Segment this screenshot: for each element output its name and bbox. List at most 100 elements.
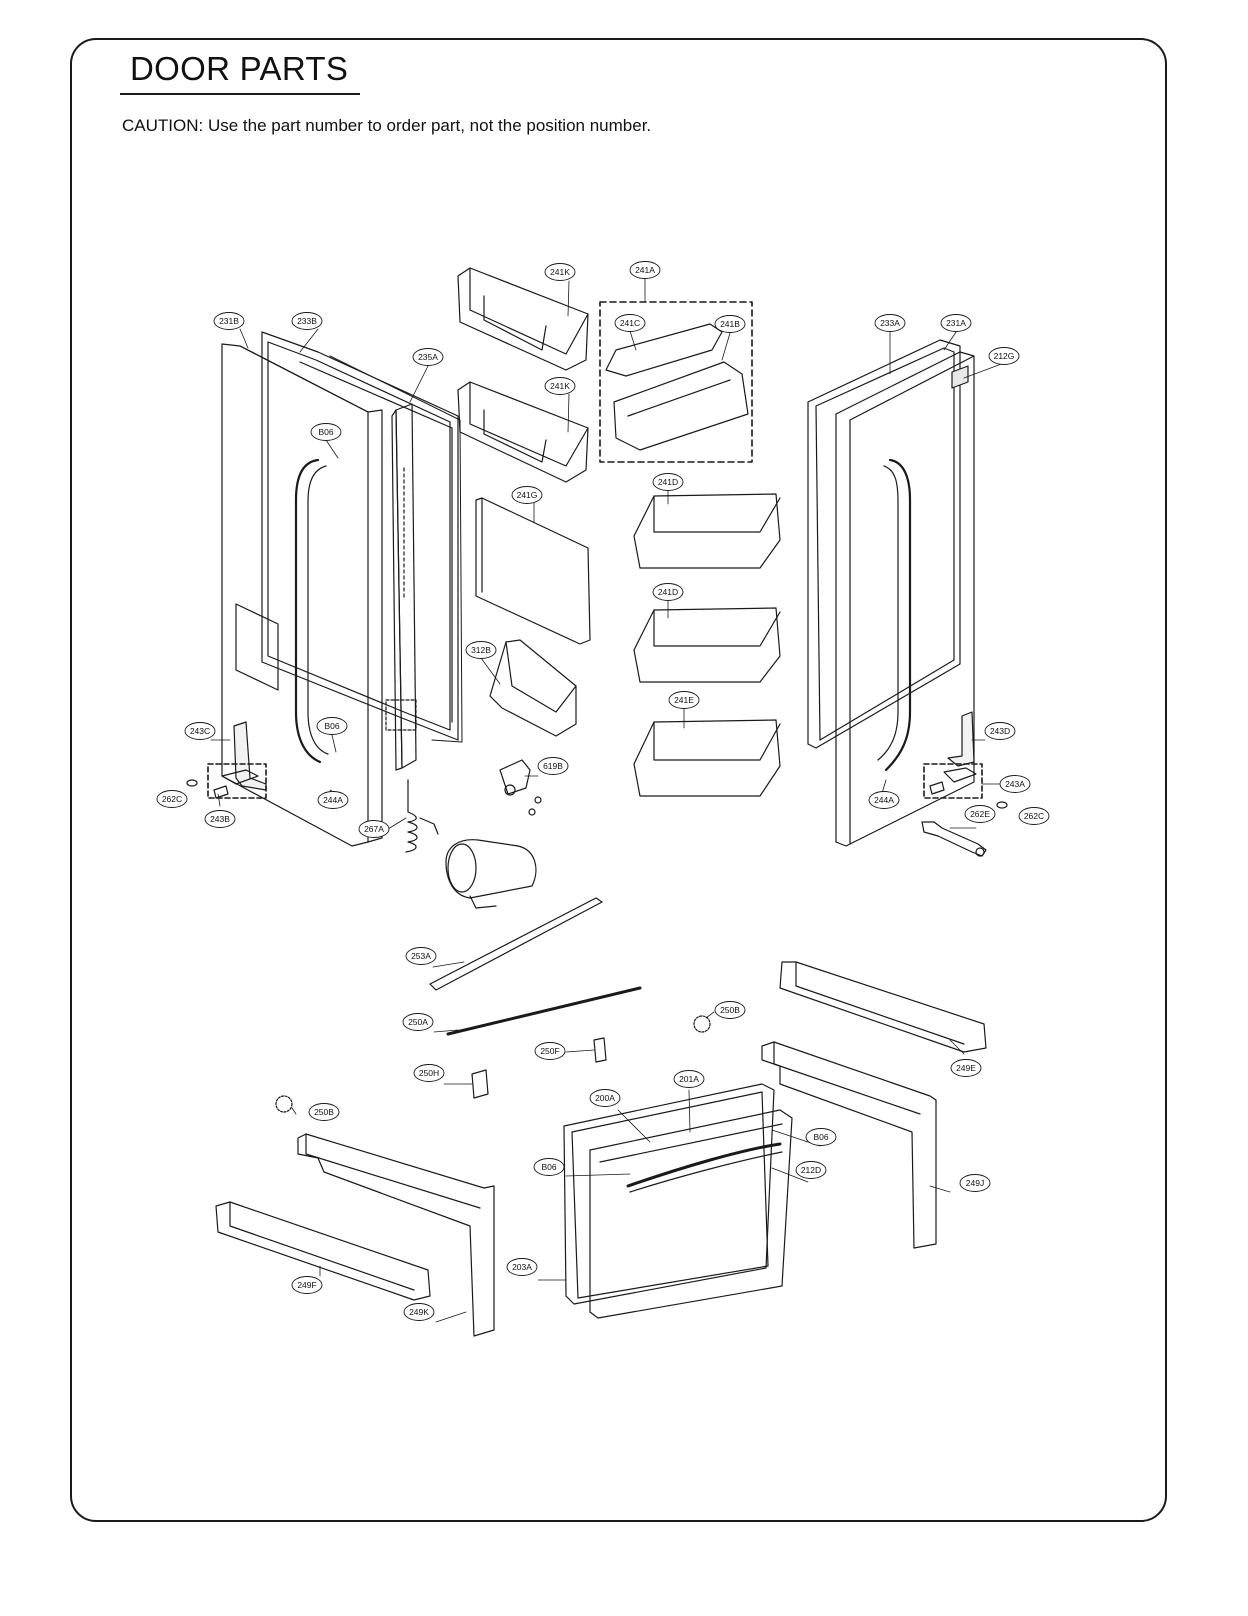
callout-619B: 619B <box>537 757 569 775</box>
callout-text: 233B <box>297 316 317 326</box>
callout-text: 250B <box>720 1005 740 1015</box>
callout-241K_b: 241K <box>544 377 576 395</box>
callout-text: 267A <box>364 824 384 834</box>
callout-text: 250H <box>419 1068 439 1078</box>
callout-text: 262E <box>970 809 990 819</box>
callout-262C_b: 262C <box>1018 807 1050 825</box>
callout-bubble <box>156 790 188 808</box>
callout-bubble <box>511 486 543 504</box>
callout-201A: 201A <box>673 1070 705 1088</box>
callout-text: 231A <box>946 318 966 328</box>
callout-bubble <box>874 314 906 332</box>
callout-250H: 250H <box>413 1064 445 1082</box>
callout-text: 241D <box>658 477 678 487</box>
callout-bubble <box>714 315 746 333</box>
callout-bubble <box>291 1276 323 1294</box>
callout-bubble <box>1018 807 1050 825</box>
callout-bubble <box>805 1128 837 1146</box>
callout-bubble <box>984 722 1016 740</box>
callout-bubble <box>589 1089 621 1107</box>
callout-bubble <box>959 1174 991 1192</box>
callout-text: 619B <box>543 761 563 771</box>
callout-B06_c: B06 <box>805 1128 837 1146</box>
callout-241B: 241B <box>714 315 746 333</box>
callout-bubble <box>291 312 323 330</box>
callout-bubble <box>629 261 661 279</box>
leader-lines <box>210 278 1005 1323</box>
callout-233B: 233B <box>291 312 323 330</box>
callout-text: 249E <box>956 1063 976 1073</box>
callout-text: 312B <box>471 645 491 655</box>
callout-241D_a: 241D <box>652 473 684 491</box>
callout-text: 249J <box>966 1178 984 1188</box>
callout-bubble <box>868 791 900 809</box>
callout-203A: 203A <box>506 1258 538 1276</box>
callout-bubble <box>534 1042 566 1060</box>
callout-B06_b: B06 <box>316 717 348 735</box>
callout-231B: 231B <box>213 312 245 330</box>
right-door-assembly <box>807 339 975 847</box>
callout-bubble <box>544 377 576 395</box>
callout-bubble <box>940 314 972 332</box>
callout-text: 233A <box>880 318 900 328</box>
callout-bubble <box>999 775 1031 793</box>
diagram-frame <box>70 38 1167 1522</box>
callout-bubble <box>614 314 646 332</box>
callout-bubble <box>358 820 390 838</box>
callout-241A: 241A <box>629 261 661 279</box>
callout-text: 249F <box>297 1280 316 1290</box>
callout-text: 244A <box>874 795 894 805</box>
callout-250F: 250F <box>534 1042 566 1060</box>
callout-249E: 249E <box>950 1059 982 1077</box>
callout-bubble <box>537 757 569 775</box>
callout-243A: 243A <box>999 775 1031 793</box>
callout-bubble <box>184 722 216 740</box>
callout-text: 241A <box>635 265 655 275</box>
callout-text: 243B <box>210 814 230 824</box>
callout-bubble <box>964 805 996 823</box>
callout-bubble <box>652 583 684 601</box>
callout-bubble <box>204 810 236 828</box>
callout-244A_a: 244A <box>317 791 349 809</box>
callout-253A: 253A <box>405 947 437 965</box>
callout-text: 212G <box>994 351 1015 361</box>
callout-text: 262C <box>162 794 182 804</box>
callout-text: 241K <box>550 381 570 391</box>
callout-bubble <box>412 348 444 366</box>
callout-text: 241C <box>620 318 640 328</box>
callout-249F: 249F <box>291 1276 323 1294</box>
callout-241E: 241E <box>668 691 700 709</box>
callout-241D_b: 241D <box>652 583 684 601</box>
callout-250B_b: 250B <box>308 1103 340 1121</box>
callout-262E: 262E <box>964 805 996 823</box>
callout-267A: 267A <box>358 820 390 838</box>
callout-bubble <box>668 691 700 709</box>
callout-212D: 212D <box>795 1161 827 1179</box>
callout-262C_a: 262C <box>156 790 188 808</box>
callout-bubble <box>402 1013 434 1031</box>
callout-text: B06 <box>541 1162 556 1172</box>
callout-235A: 235A <box>412 348 444 366</box>
callout-250B_a: 250B <box>714 1001 746 1019</box>
callout-bubble <box>652 473 684 491</box>
callout-244A_b: 244A <box>868 791 900 809</box>
callout-text: 203A <box>512 1262 532 1272</box>
callout-bubble <box>316 717 348 735</box>
left-door-assembly <box>221 331 463 853</box>
page-title: DOOR PARTS <box>130 50 349 87</box>
callout-text: 212D <box>801 1165 821 1175</box>
callout-text: 241E <box>674 695 694 705</box>
callout-200A: 200A <box>589 1089 621 1107</box>
callout-bubble <box>506 1258 538 1276</box>
callout-text: 253A <box>411 951 431 961</box>
callout-bubble <box>673 1070 705 1088</box>
callout-B06_d: B06 <box>533 1158 565 1176</box>
callout-231A: 231A <box>940 314 972 332</box>
callout-243B: 243B <box>204 810 236 828</box>
callout-241K_a: 241K <box>544 263 576 281</box>
callout-bubble <box>310 423 342 441</box>
callout-241C: 241C <box>614 314 646 332</box>
callout-text: B06 <box>813 1132 828 1142</box>
callout-bubble <box>465 641 497 659</box>
